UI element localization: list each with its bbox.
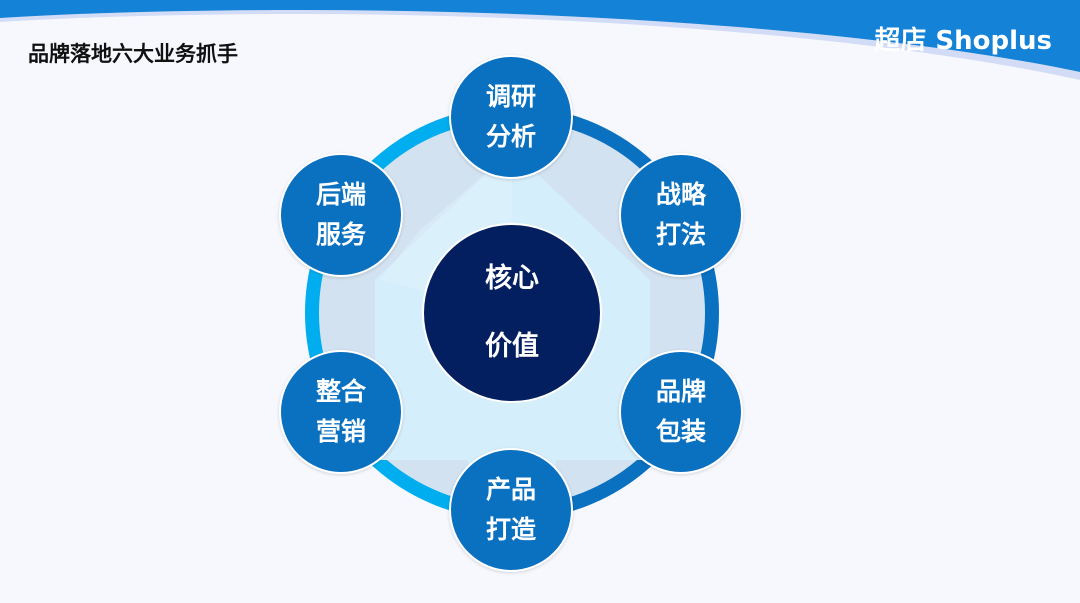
- page-title: 品牌落地六大业务抓手: [28, 42, 238, 66]
- node-backend-service: 后端 服务: [279, 153, 403, 277]
- center-label-line1: 核心: [485, 263, 539, 294]
- header-banner: [0, 0, 1080, 80]
- node-label-line2: 包装: [655, 417, 706, 446]
- node-label-line1: 战略: [655, 180, 706, 209]
- node-label-line1: 整合: [315, 377, 366, 406]
- node-label-line1: 产品: [485, 475, 536, 504]
- node-label-line2: 服务: [315, 220, 366, 249]
- node-label-line2: 打造: [485, 515, 536, 544]
- node-label-line2: 分析: [485, 122, 536, 151]
- node-product-building: 产品 打造: [449, 448, 573, 572]
- node-research-analysis: 调研 分析: [449, 55, 573, 179]
- node-label-line2: 营销: [315, 417, 366, 446]
- brand-logo: 超店 Shoplus: [874, 26, 1052, 56]
- node-label-line1: 后端: [315, 180, 366, 209]
- center-core-value: 核心 价值: [422, 223, 602, 403]
- node-label-line2: 打法: [655, 220, 706, 249]
- node-brand-packaging: 品牌 包装: [619, 350, 743, 474]
- node-strategy-tactics: 战略 打法: [619, 153, 743, 277]
- center-label-line2: 价值: [485, 331, 539, 362]
- node-label-line1: 调研: [485, 82, 536, 111]
- node-integrated-marketing: 整合 营销: [279, 350, 403, 474]
- node-label-line1: 品牌: [655, 377, 706, 406]
